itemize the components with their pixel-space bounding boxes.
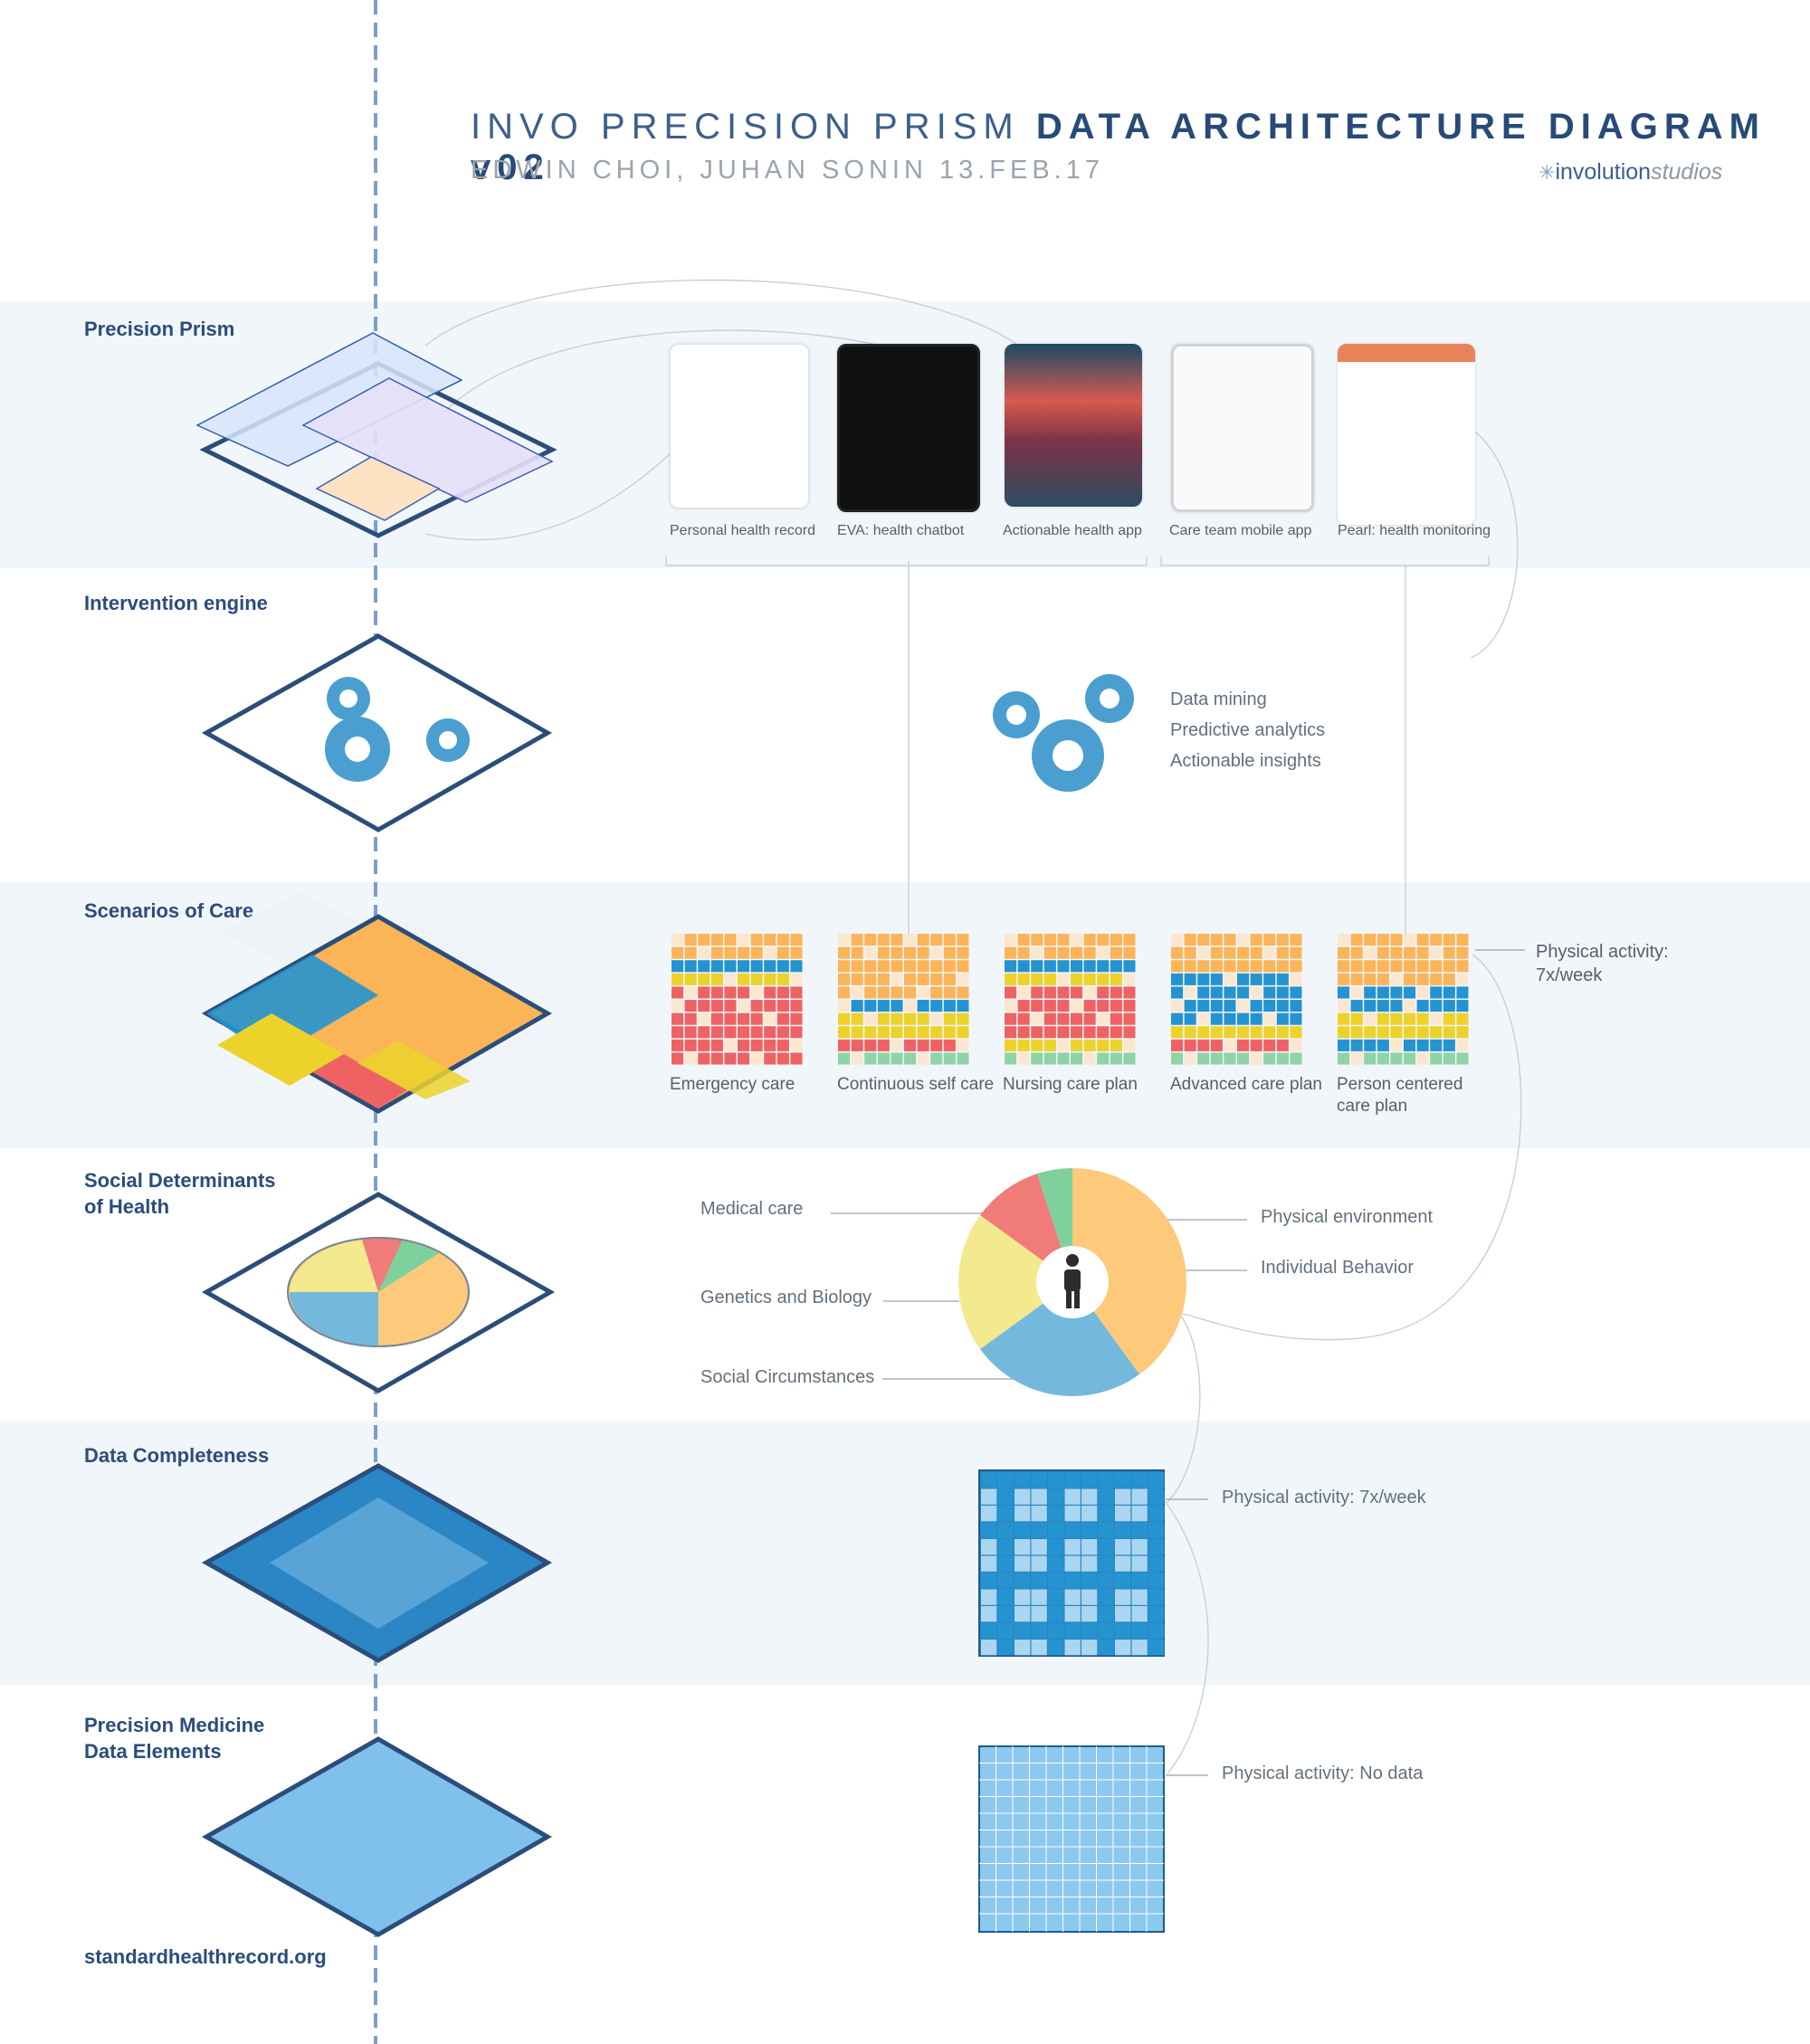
elements-grid (978, 1745, 1165, 1933)
precision-medicine-icon (201, 1736, 552, 1937)
scenario-card-emergency (672, 934, 803, 1065)
scenarios-icon (201, 914, 553, 1114)
elements-callout: Physical activity: No data (1222, 1764, 1424, 1783)
layer-title-intervention-engine: Intervention engine (84, 592, 268, 614)
app-screenshot-pearl (1338, 344, 1475, 525)
engine-item-predictive-analytics: Predictive analytics (1170, 720, 1326, 740)
scenario-label-advanced: Advanced care plan (1170, 1075, 1322, 1094)
scenario-card-person-centered (1338, 934, 1469, 1065)
layer-title-scenarios: Scenarios of Care (84, 899, 254, 922)
logo-suffix: studios (1651, 159, 1723, 185)
scenario-label-person-centered: Person centered care plan (1337, 1075, 1463, 1116)
app-label-pearl: Pearl: health monitoring (1338, 523, 1491, 538)
scenario-callout: Physical activity: 7x/week (1536, 942, 1669, 985)
scenario-label-emergency: Emergency care (670, 1075, 795, 1094)
scenario-card-advanced (1171, 934, 1302, 1065)
app-label-care-team: Care team mobile app (1169, 523, 1312, 538)
completeness-grid (978, 1469, 1165, 1657)
page-title: INVO PRECISION PRISM DATA ARCHITECTURE D… (471, 107, 1810, 188)
person-icon (1064, 1254, 1081, 1308)
layer-title-precision-medicine: Precision Medicine Data Elements (84, 1714, 265, 1763)
pie-slice-social-circumstances (980, 1282, 1140, 1397)
scenario-card-nursing (1005, 934, 1136, 1065)
pie-slice-individual-behavior (1072, 1168, 1186, 1374)
determinant-label-physical-environment: Physical environment (1261, 1207, 1434, 1227)
engine-item-data-mining: Data mining (1170, 689, 1267, 709)
engine-item-actionable-insights: Actionable insights (1170, 751, 1321, 771)
determinant-label-medical-care: Medical care (700, 1199, 804, 1219)
layer-title-precision-prism: Precision Prism (84, 318, 235, 340)
layer-title-social-determinants: Social Determinants of Health (84, 1169, 276, 1218)
app-screenshot-personal-health-record (670, 344, 809, 509)
completeness-callout: Physical activity: 7x/week (1222, 1488, 1426, 1507)
title-light: INVO PRECISION PRISM (471, 107, 1020, 147)
determinant-label-individual-behavior: Individual Behavior (1261, 1258, 1414, 1278)
pie-slice-genetics-and-biology (958, 1214, 1072, 1350)
logo-star-icon: ✳ (1538, 161, 1556, 184)
connector-lines (424, 279, 1522, 1774)
data-completeness-icon (201, 1463, 553, 1663)
social-determinants-icon (201, 1192, 556, 1393)
footer-link[interactable]: standardhealthrecord.org (84, 1945, 327, 1968)
involution-logo: ✳involutionstudios (1538, 159, 1722, 185)
app-label-actionable-health: Actionable health app (1003, 523, 1142, 538)
app-screenshot-eva-chatbot (837, 344, 980, 512)
determinant-label-social: Social Circumstances (700, 1367, 875, 1387)
app-screenshot-care-team (1171, 344, 1314, 512)
page-subtitle: EDWIN CHOI, JUHAN SONIN 13.FEB.17 (471, 156, 1104, 185)
layer-title-data-completeness: Data Completeness (84, 1444, 270, 1467)
determinant-label-genetics: Genetics and Biology (700, 1288, 872, 1307)
precision-prism-icon (195, 332, 557, 538)
title-bold: DATA ARCHITECTURE DIAGRAM v02 (471, 107, 1766, 187)
logo-main: involution (1555, 159, 1652, 185)
scenario-label-nursing: Nursing care plan (1003, 1075, 1138, 1094)
app-label-personal-health-record: Personal health record (670, 523, 815, 538)
app-screenshot-actionable-health (1005, 344, 1142, 507)
app-label-eva-chatbot: EVA: health chatbot (837, 523, 965, 538)
scenario-label-continuous-self: Continuous self care (837, 1075, 995, 1094)
scenario-card-continuous-self (838, 934, 969, 1065)
intervention-engine-icon (201, 633, 553, 832)
